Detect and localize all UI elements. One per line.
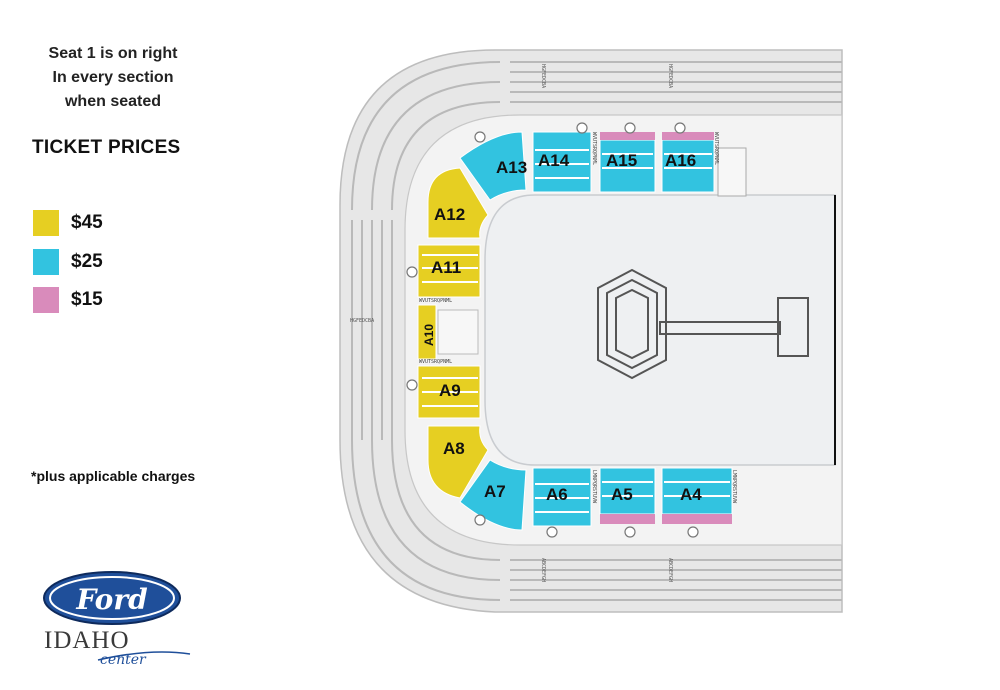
wheelchair-icon [474,514,486,526]
legend-label-gold: $45 [71,212,103,233]
section-a8-block [427,425,489,499]
blue-swatch [33,249,59,275]
wheelchair-icon [674,122,686,134]
row-letters-a14: WVUTSRQPNML [591,132,597,165]
stage-structure [597,268,809,380]
seat-note-line-3: when seated [64,93,162,110]
pink-swatch [33,287,59,313]
row-letters-a9: WVUTSRQPNML [419,359,452,365]
pink-sections [600,132,732,524]
row-letters-left: HGFEDCBA [350,318,374,324]
ticket-prices-title: TICKET PRICES [32,137,181,158]
legend-label-blue: $25 [71,251,103,272]
legend-label-pink: $15 [71,289,103,310]
section-a12-block [427,167,489,239]
arena-seating-map: HGFEDCBA HGFEDCBA ABCDEFGH ABCDEFGH HGFE… [339,49,843,613]
gold-section-rows [422,254,478,407]
row-letters-a11: WVUTSRQPNML [419,298,452,304]
blue-section-rows [535,149,730,513]
section-a4-block [661,467,733,515]
section-label-a8: A8 [443,439,465,458]
footnote: *plus applicable charges [31,468,196,484]
legend-item-blue: $25 [33,247,103,277]
section-a13-block [459,131,527,201]
gold-swatch [33,210,59,236]
section-label-a6: A6 [546,485,568,504]
row-letters-top-left: HGFEDCBA [540,64,546,88]
section-label-a15: A15 [606,151,637,170]
row-letters-top-right: HGFEDCBA [667,64,673,88]
section-label-a16: A16 [665,151,696,170]
logo-brand-text: Ford [75,583,147,616]
row-letters-a4: LMNPQRSTUVW [731,470,737,504]
row-letters-a16: WVUTSRQPNML [713,132,719,165]
legend-item-pink: $15 [33,285,103,315]
section-a4-pink-rows [662,514,732,524]
section-a5-block [599,467,656,515]
ford-idaho-center-logo: Ford IDAHO center [43,571,191,668]
section-a7-block [459,459,527,531]
wheelchair-icon [576,122,588,134]
wheelchair-icon [406,266,418,278]
logo-name-text: IDAHO [44,627,130,654]
seat-note-line-1: Seat 1 is on right [48,45,178,62]
row-letters-a6: LMNPQRSTUVW [591,470,597,504]
section-label-a9: A9 [439,381,461,400]
wheelchair-icon [546,526,558,538]
wheelchair-icon [687,526,699,538]
inner-row-letters: WVUTSRQPNML WVUTSRQPNML LMNPQRSTUVW LMNP… [419,132,737,504]
legend-item-gold: $45 [33,208,103,238]
logo-sub-text: center [100,652,147,668]
section-a10-block [417,304,437,360]
wheelchair-icon [406,379,418,391]
section-a16-pink-rows [662,132,714,140]
section-a14-block [532,131,592,193]
seat-note: Seat 1 is on right In every section when… [28,42,198,114]
section-label-a13: A13 [496,158,527,177]
outer-seating-stripes [351,61,842,601]
seat-note-line-2: In every section [52,69,174,86]
section-label-a4: A4 [680,485,702,504]
section-a11-block [417,244,481,298]
wheelchair-icon [624,122,636,134]
section-a5-pink-rows [600,514,655,524]
section-label-a7: A7 [484,482,506,501]
section-a15-pink-rows [600,132,655,140]
section-label-a10: A10 [422,324,436,346]
section-label-a5: A5 [611,485,633,504]
wheelchair-icon [624,526,636,538]
wheelchair-icons [406,122,699,538]
section-label-a11: A11 [431,258,461,277]
section-label-a12: A12 [434,205,465,224]
wheelchair-icon [474,131,486,143]
row-letters-bottom-right: ABCDEFGH [667,558,673,582]
section-label-a14: A14 [538,151,570,170]
row-letters-bottom-left: ABCDEFGH [540,558,546,582]
outer-row-letters: HGFEDCBA HGFEDCBA ABCDEFGH ABCDEFGH HGFE… [350,64,673,582]
